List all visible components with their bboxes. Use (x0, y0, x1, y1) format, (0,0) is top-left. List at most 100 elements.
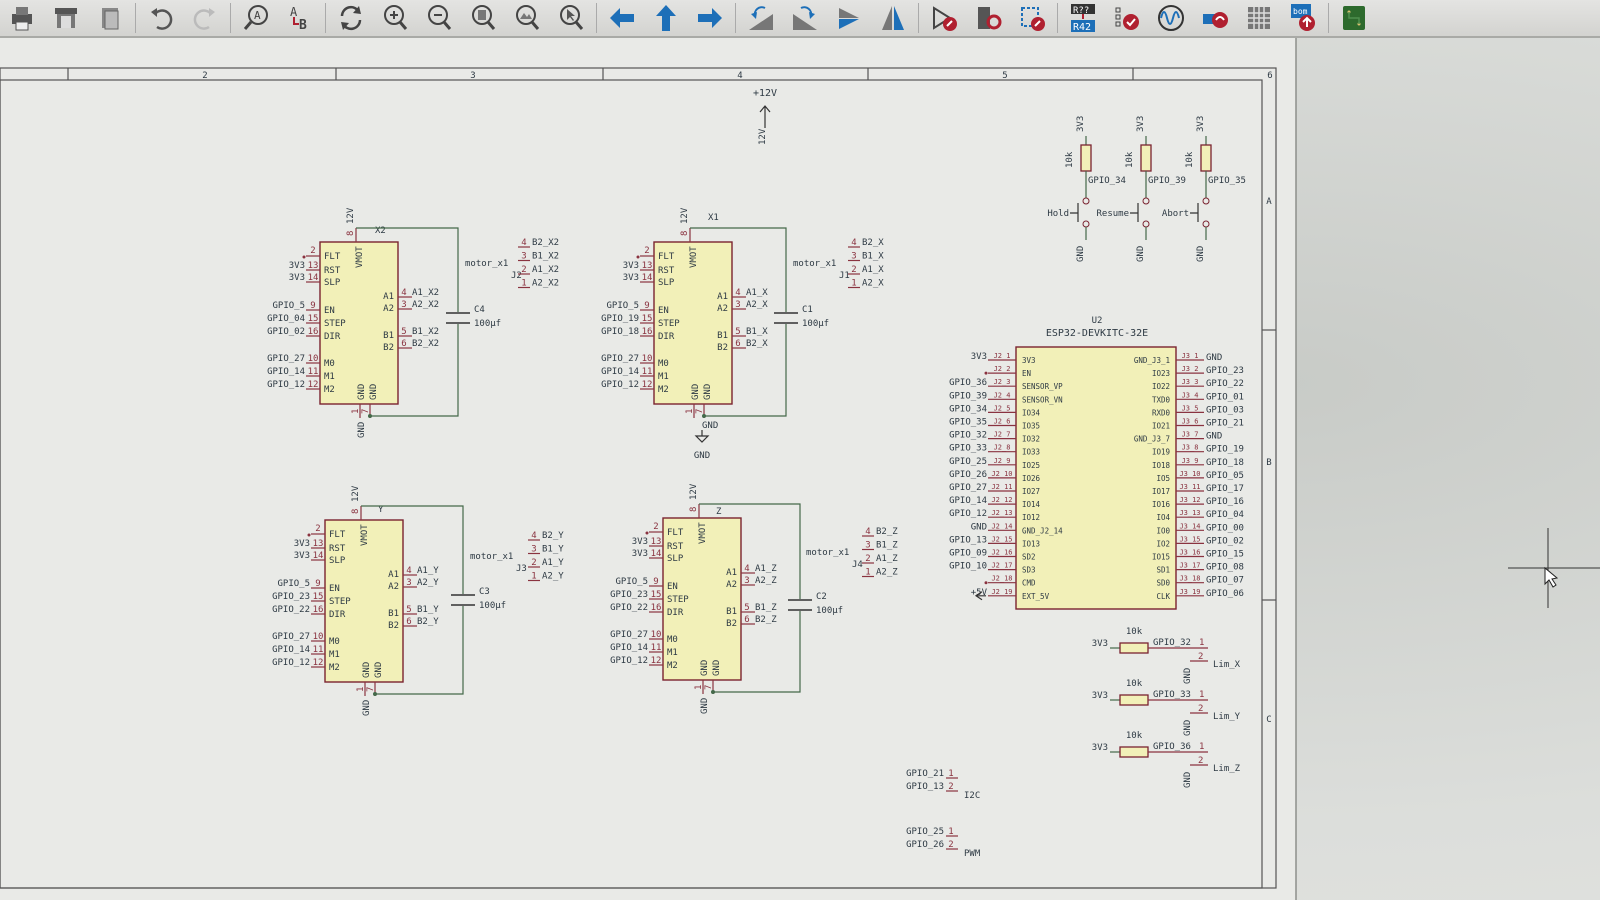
plot-button[interactable] (44, 1, 88, 35)
rotate-cw-icon (793, 6, 817, 30)
pcb-editor-button[interactable] (1332, 1, 1376, 35)
connector-net-label: A2_Z (876, 568, 898, 578)
connector-net-label: B1_Y (542, 545, 564, 555)
undo-button[interactable] (139, 1, 183, 35)
bom-table-button[interactable] (1237, 1, 1281, 35)
annotate-button[interactable]: R??R42 (1061, 1, 1105, 35)
erc-button[interactable] (1105, 1, 1149, 35)
mcu-pin-name: TXD0 (1152, 395, 1171, 404)
limit-resistor[interactable] (1119, 746, 1149, 758)
capacitor-value: 100µf (816, 606, 843, 616)
driver-x1-body[interactable] (653, 241, 733, 405)
assign-footprints-button[interactable] (1193, 1, 1237, 35)
zoom-selection-icon (560, 5, 584, 30)
net-label-gpio_14: GPIO_14 (267, 367, 305, 377)
pin-name-m1: M1 (667, 648, 678, 658)
connector-value: motor_x1 (470, 552, 513, 562)
footprint-assign-icon (1021, 7, 1045, 31)
limit-resistor[interactable] (1119, 642, 1149, 654)
net-label-gpio_27: GPIO_27 (272, 632, 310, 642)
mcu-pin-number: J3_18 (1179, 575, 1200, 583)
connector-ref: J1 (839, 271, 850, 281)
mirror-v-button[interactable] (871, 1, 915, 35)
mcu-pin-number: J2_9 (994, 457, 1011, 465)
gnd-pin-number: 1 (356, 687, 366, 692)
mcu-pin-number: J3_15 (1179, 535, 1200, 543)
pin-number: 11 (651, 643, 662, 653)
pin-number: 6 (744, 615, 749, 625)
navigate-forward-button[interactable] (688, 1, 732, 35)
mcu-pin-name: 3V3 (1022, 356, 1036, 365)
symbol-editor-button[interactable] (922, 1, 966, 35)
zoom-out-button[interactable] (417, 1, 461, 35)
connector-pin-number: 1 (851, 279, 856, 289)
limit-power-label: 3V3 (1092, 743, 1108, 753)
limit-pin-number: 1 (1199, 742, 1204, 752)
pin-number: 15 (651, 590, 662, 600)
mcu-net-gpio_23: GPIO_23 (1206, 366, 1244, 376)
net-label-gpio_27: GPIO_27 (267, 354, 305, 364)
pin-number: 3 (735, 300, 740, 310)
pin-name-rst: RST (658, 266, 675, 276)
driver-z-power-wire (699, 503, 801, 693)
symbol-browser-button[interactable] (966, 1, 1010, 35)
driver-x2-body[interactable] (319, 241, 399, 405)
connector-pin-number: 2 (865, 554, 870, 564)
mcu-pin-name: IO16 (1152, 500, 1171, 509)
bom-export-button[interactable]: bom (1281, 1, 1325, 35)
fault-pin-number: 2 (310, 246, 315, 256)
pullup-resistor[interactable] (1140, 144, 1152, 172)
pin-name-m1: M1 (658, 372, 669, 382)
refresh-button[interactable] (329, 1, 373, 35)
footprint-assign-button[interactable] (1010, 1, 1054, 35)
junction-dot (373, 692, 377, 696)
vmot-net-label: 12V (351, 485, 361, 502)
rotate-ccw-button[interactable] (739, 1, 783, 35)
mcu-body[interactable] (1015, 346, 1177, 610)
connector-pin-number: 4 (865, 527, 870, 537)
driver-z-body[interactable] (662, 517, 742, 681)
no-connect-dot (645, 531, 649, 535)
connector-pin-number: 4 (531, 531, 536, 541)
switch-contact (1142, 220, 1150, 228)
mcu-pin-number: J3_10 (1179, 470, 1200, 478)
rotate-cw-button[interactable] (783, 1, 827, 35)
net-label-gpio_19: GPIO_19 (601, 314, 639, 324)
mcu-pin-name: IO25 (1022, 461, 1040, 470)
paste-button[interactable] (88, 1, 132, 35)
print-icon (12, 7, 32, 31)
header-net-label: GPIO_21 (906, 769, 944, 779)
zoom-in-button[interactable] (373, 1, 417, 35)
mirror-h-button[interactable] (827, 1, 871, 35)
pullup-resistor[interactable] (1080, 144, 1092, 172)
limit-gnd-label: GND (1183, 668, 1193, 684)
connector-pin-number: 3 (521, 252, 526, 262)
navigate-back-button[interactable] (600, 1, 644, 35)
mcu-net-gpio_02: GPIO_02 (1206, 536, 1244, 546)
redo-button[interactable] (183, 1, 227, 35)
net-label-gpio_02: GPIO_02 (267, 327, 305, 337)
driver-y-body[interactable] (324, 519, 404, 683)
net-label-b2_z: B2_Z (755, 615, 777, 625)
gnd-net-label: GND (702, 421, 718, 431)
net-label-gpio_18: GPIO_18 (601, 327, 639, 337)
find-button[interactable]: A (234, 1, 278, 35)
net-label-3v3: 3V3 (623, 261, 639, 271)
print-button[interactable] (0, 1, 44, 35)
mirror-h-icon (839, 8, 859, 29)
limit-gnd-label: GND (1183, 772, 1193, 788)
simulator-button[interactable] (1149, 1, 1193, 35)
limit-resistor[interactable] (1119, 694, 1149, 706)
mcu-pin-name: CLK (1156, 592, 1170, 601)
gnd-pin-name: GND (712, 660, 722, 676)
navigate-up-button[interactable] (644, 1, 688, 35)
switch-actuator (1130, 203, 1139, 222)
zoom-fit-page-button[interactable] (461, 1, 505, 35)
pullup-resistor[interactable] (1200, 144, 1212, 172)
zoom-fit-objects-button[interactable] (505, 1, 549, 35)
net-label-3v3: 3V3 (632, 537, 648, 547)
zoom-selection-button[interactable] (549, 1, 593, 35)
connector-net-label: B2_X2 (532, 238, 559, 248)
